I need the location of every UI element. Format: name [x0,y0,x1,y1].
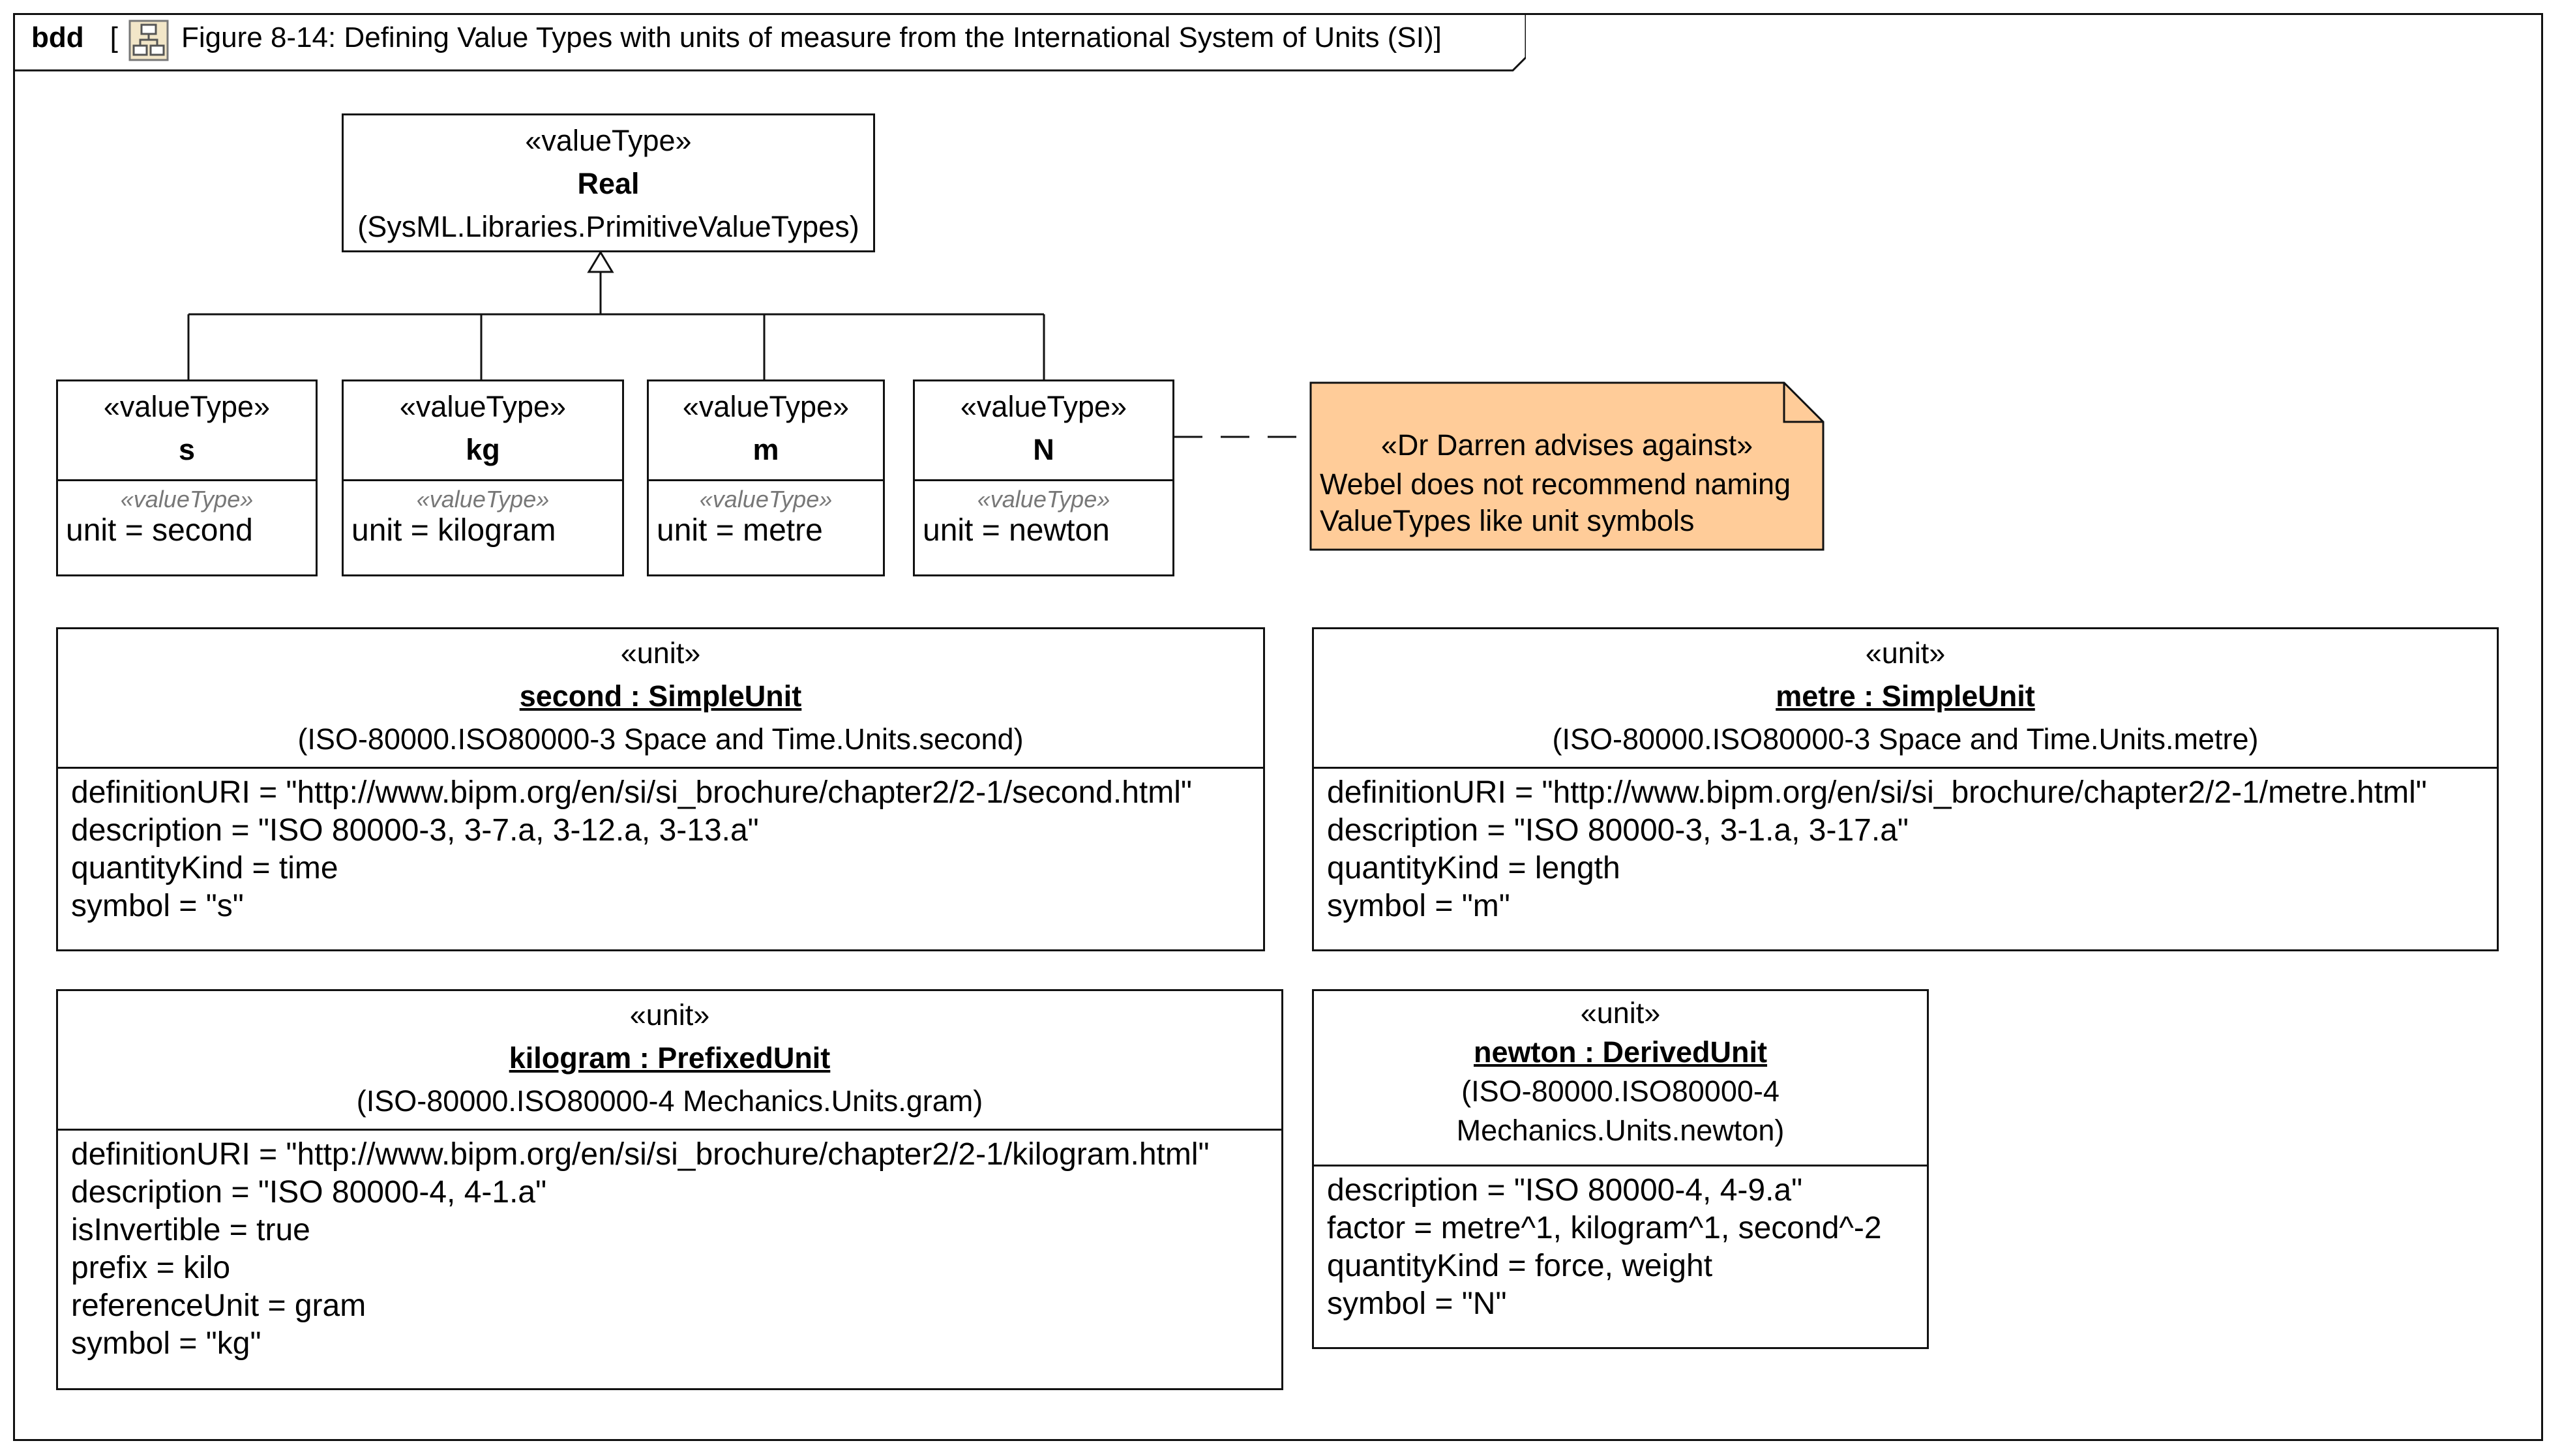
note-shape [1309,381,1825,551]
slot-quantity-kind: quantityKind = length [1327,851,1620,885]
valuetype-n-name: N [1033,433,1054,466]
slot-symbol: symbol = "N" [1327,1286,1507,1321]
unit-second-stereotype: «unit» [620,636,701,670]
slot-symbol: symbol = "s" [71,889,244,923]
valuetype-kg-stereotype: «valueType» [399,390,567,423]
unit-newton-name: newton : DerivedUnit [1473,1035,1768,1069]
valuetype-s-name: s [178,433,196,466]
valuetype-n[interactable]: «valueType» N «valueType» unit = newton [913,379,1174,576]
valuetype-m-name: m [752,433,779,466]
compartment-divider: «valueType» unit = second [58,479,316,548]
slot-description: description = "ISO 80000-4, 4-9.a" [1327,1173,1803,1208]
unit-kilogram-slots: definitionURI = "http://www.bipm.org/en/… [58,1129,1281,1363]
unit-kilogram-stereotype: «unit» [629,998,710,1032]
valuetype-m-stereotype: «valueType» [682,390,850,423]
note-line-2: ValueTypes like unit symbols [1320,504,1695,537]
unit-kilogram-name: kilogram : PrefixedUnit [509,1041,831,1075]
unit-newton-stereotype: «unit» [1580,996,1661,1030]
unit-metre-name: metre : SimpleUnit [1776,679,2035,713]
slot-symbol: symbol = "m" [1327,889,1510,923]
valuetype-s[interactable]: «valueType» s «valueType» unit = second [56,379,318,576]
unit-kilogram[interactable]: «unit» kilogram : PrefixedUnit (ISO-8000… [56,989,1283,1390]
valuetype-kg-unit: unit = kilogram [351,513,556,548]
note-stereotype: «Dr Darren advises against» [1380,428,1753,462]
valuetype-s-attr-stereotype: «valueType» [120,486,254,513]
valuetype-s-stereotype: «valueType» [103,390,271,423]
unit-newton-qualifier-line-1: (ISO-80000.ISO80000-4 [1461,1075,1780,1108]
advisory-note[interactable]: «Dr Darren advises against» Webel does n… [1309,381,1825,551]
compartment-divider: «valueType» unit = kilogram [344,479,622,548]
slot-quantity-kind: quantityKind = time [71,851,338,885]
unit-metre-stereotype: «unit» [1865,636,1946,670]
unit-second[interactable]: «unit» second : SimpleUnit (ISO-80000.IS… [56,627,1265,951]
slot-symbol: symbol = "kg" [71,1326,261,1361]
frame-title: Figure 8-14: Defining Value Types with u… [181,22,1442,53]
compartment-divider: «valueType» unit = metre [649,479,883,548]
valuetype-s-unit: unit = second [66,513,253,548]
slot-definition-uri: definitionURI = "http://www.bipm.org/en/… [71,775,1192,810]
valuetype-real-name: Real [577,167,640,200]
unit-newton-slots: description = "ISO 80000-4, 4-9.a" facto… [1314,1165,1927,1323]
frame-bracket: [ [110,22,118,53]
slot-reference-unit: referenceUnit = gram [71,1288,366,1323]
frame-tab-outline [13,13,1526,72]
frame-header [13,13,1526,72]
valuetype-real[interactable]: «valueType» Real (SysML.Libraries.Primit… [342,113,875,252]
unit-second-qualifier: (ISO-80000.ISO80000-3 Space and Time.Uni… [297,722,1024,756]
unit-metre-qualifier: (ISO-80000.ISO80000-3 Space and Time.Uni… [1552,722,2259,756]
note-line-1: Webel does not recommend naming [1320,468,1791,501]
slot-description: description = "ISO 80000-4, 4-1.a" [71,1175,547,1210]
valuetype-real-qualifier: (SysML.Libraries.PrimitiveValueTypes) [357,210,859,243]
unit-kilogram-qualifier: (ISO-80000.ISO80000-4 Mechanics.Units.gr… [356,1084,983,1118]
valuetype-n-attr-stereotype: «valueType» [977,486,1110,513]
valuetype-m-attr-stereotype: «valueType» [699,486,833,513]
unit-second-name: second : SimpleUnit [519,679,802,713]
slot-definition-uri: definitionURI = "http://www.bipm.org/en/… [71,1137,1210,1172]
slot-prefix: prefix = kilo [71,1251,231,1285]
slot-definition-uri: definitionURI = "http://www.bipm.org/en/… [1327,775,2427,810]
diagram-frame [13,13,2543,1441]
diagram-icon [128,20,169,61]
frame-kind: bdd [ [31,21,118,55]
unit-metre[interactable]: «unit» metre : SimpleUnit (ISO-80000.ISO… [1312,627,2499,951]
valuetype-kg[interactable]: «valueType» kg «valueType» unit = kilogr… [342,379,624,576]
valuetype-kg-name: kg [466,433,500,466]
valuetype-m[interactable]: «valueType» m «valueType» unit = metre [647,379,885,576]
valuetype-m-unit: unit = metre [657,513,823,548]
valuetype-n-unit: unit = newton [923,513,1110,548]
slot-description: description = "ISO 80000-3, 3-7.a, 3-12.… [71,813,759,848]
slot-quantity-kind: quantityKind = force, weight [1327,1249,1713,1283]
note-body: Webel does not recommend naming ValueTyp… [1320,466,1791,539]
valuetype-kg-attr-stereotype: «valueType» [416,486,550,513]
slot-is-invertible: isInvertible = true [71,1213,310,1247]
slot-factor: factor = metre^1, kilogram^1, second^-2 [1327,1211,1882,1245]
frame-kind-label: bdd [31,22,84,53]
unit-newton-qualifier-line-2: Mechanics.Units.newton) [1456,1114,1785,1147]
generalization-arrowhead [587,250,614,273]
unit-newton[interactable]: «unit» newton : DerivedUnit (ISO-80000.I… [1312,989,1929,1349]
slot-description: description = "ISO 80000-3, 3-1.a, 3-17.… [1327,813,1909,848]
compartment-divider: «valueType» unit = newton [915,479,1172,548]
valuetype-real-stereotype: «valueType» [525,124,692,157]
unit-second-slots: definitionURI = "http://www.bipm.org/en/… [58,767,1263,925]
valuetype-n-stereotype: «valueType» [960,390,1127,423]
unit-metre-slots: definitionURI = "http://www.bipm.org/en/… [1314,767,2497,925]
